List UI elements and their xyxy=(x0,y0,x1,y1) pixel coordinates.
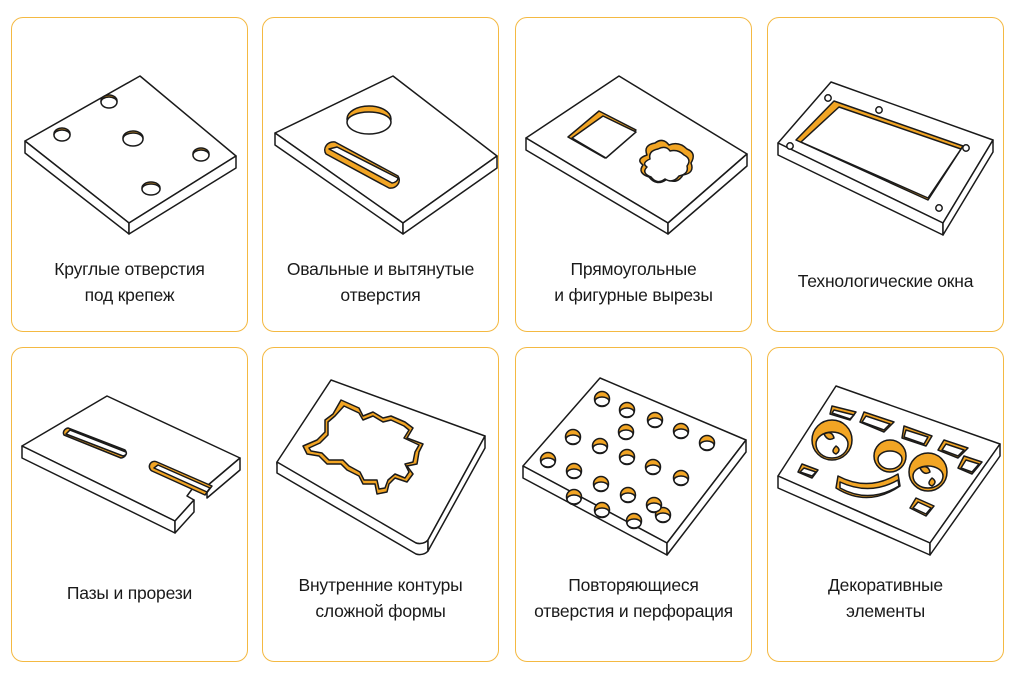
card-label-line2: и фигурные вырезы xyxy=(554,285,713,305)
card-label-line2: отверстия xyxy=(340,285,421,305)
card-shaped-cutouts: Прямоугольные и фигурные вырезы xyxy=(515,17,752,332)
card-complex-contour: Внутренние контуры сложной формы xyxy=(262,347,499,662)
card-label-line1: Декоративные xyxy=(828,575,943,595)
card-round-holes: Круглые отверстия под крепеж xyxy=(11,17,248,332)
card-label-line1: Технологические окна xyxy=(797,271,974,291)
card-label-line2: под крепеж xyxy=(84,285,175,305)
slots-plate-icon xyxy=(21,395,241,534)
card-label-line2: элементы xyxy=(846,601,925,621)
card-oval-holes: Овальные и вытянутые отверстия xyxy=(262,17,499,332)
perforation-plate-icon xyxy=(522,377,747,556)
complex-contour-plate-icon xyxy=(276,379,486,556)
window-frame-plate-icon xyxy=(777,81,994,236)
card-label-line1: Повторяющиеся xyxy=(568,575,699,595)
card-slots: Пазы и прорези xyxy=(11,347,248,662)
card-label-line1: Пазы и прорези xyxy=(66,583,193,603)
decorative-plate-icon xyxy=(777,385,1001,556)
card-label-line2: сложной формы xyxy=(315,601,446,621)
card-label-line1: Прямоугольные xyxy=(570,259,697,279)
card-window-frame: Технологические окна xyxy=(767,17,1004,332)
card-label-line1: Овальные и вытянутые xyxy=(286,259,475,279)
card-perforation: Повторяющиеся отверстия и перфорация xyxy=(515,347,752,662)
card-label-line1: Внутренние контуры xyxy=(298,575,463,595)
card-label-line2: отверстия и перфорация xyxy=(534,601,733,621)
round-holes-plate-icon xyxy=(24,75,237,235)
card-label-line1: Круглые отверстия xyxy=(54,259,205,279)
shaped-cutouts-plate-icon xyxy=(525,75,748,235)
card-decorative: Декоративные элементы xyxy=(767,347,1004,662)
oval-holes-plate-icon xyxy=(274,75,498,235)
